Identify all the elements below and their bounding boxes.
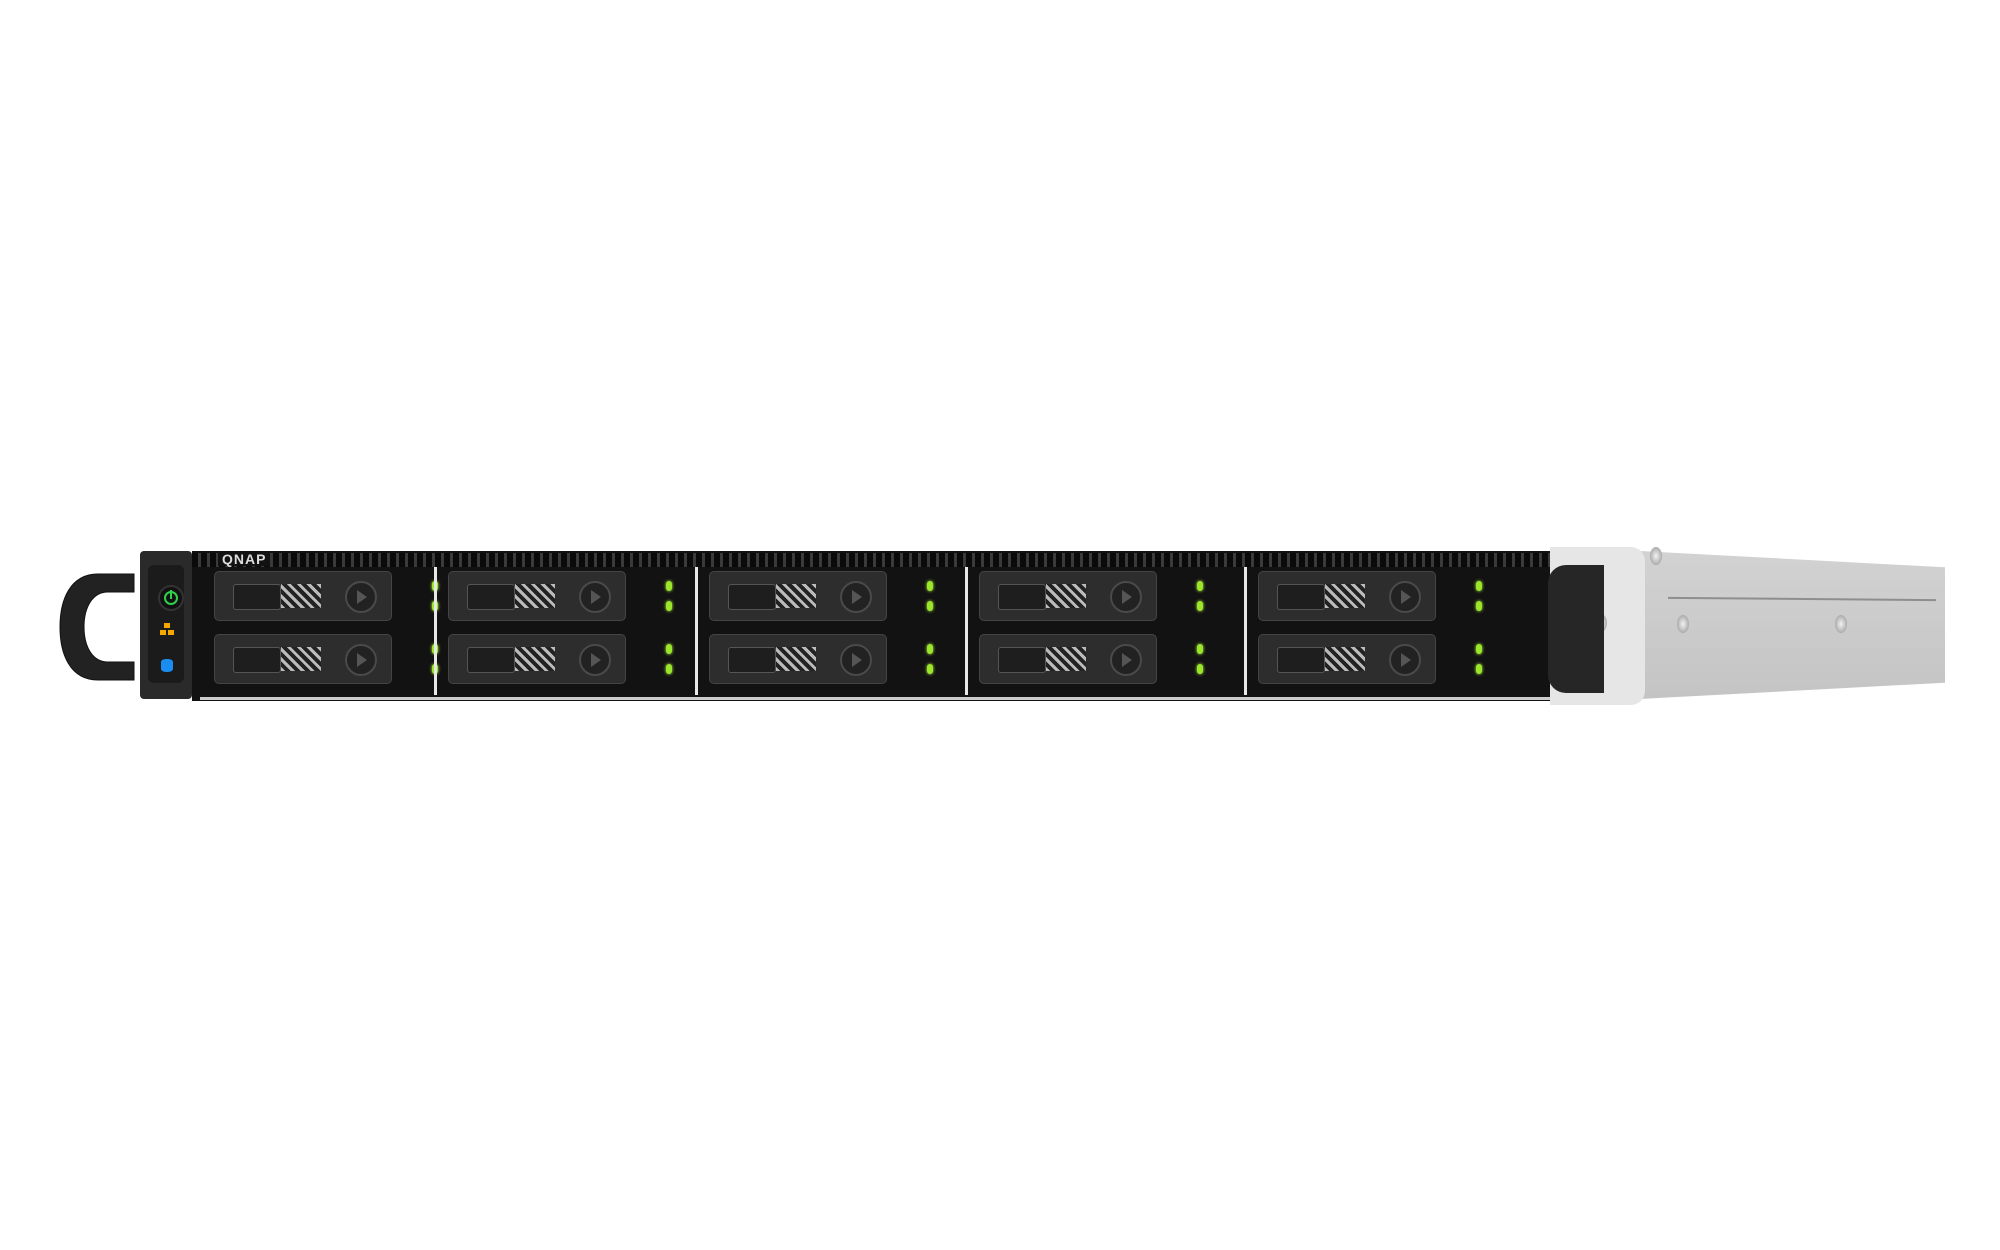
tray-vent xyxy=(515,647,555,671)
tray-release-button[interactable] xyxy=(1110,581,1142,613)
screw-icon xyxy=(1677,615,1689,633)
drive-tray[interactable] xyxy=(979,634,1157,684)
tray-release-button[interactable] xyxy=(840,581,872,613)
tray-latch[interactable] xyxy=(233,584,281,610)
tray-release-button[interactable] xyxy=(840,644,872,676)
drive-bay[interactable] xyxy=(1258,571,1498,623)
tray-vent xyxy=(1046,647,1086,671)
tray-vent xyxy=(281,584,321,608)
tray-release-button[interactable] xyxy=(345,581,377,613)
tray-vent xyxy=(1325,647,1365,671)
tray-vent xyxy=(1046,584,1086,608)
drive-bay[interactable] xyxy=(979,634,1219,686)
bay-status-led xyxy=(666,581,672,591)
bay-activity-led xyxy=(1476,664,1482,674)
bay-status-led xyxy=(927,644,933,654)
tray-vent xyxy=(1325,584,1365,608)
drive-tray[interactable] xyxy=(214,571,392,621)
bay-divider xyxy=(434,567,437,695)
drive-tray[interactable] xyxy=(979,571,1157,621)
tray-vent xyxy=(515,584,555,608)
drive-bay[interactable] xyxy=(709,571,949,623)
bottom-trim xyxy=(200,697,1550,700)
tray-latch[interactable] xyxy=(998,647,1046,673)
bay-activity-led xyxy=(927,664,933,674)
bay-divider xyxy=(695,567,698,695)
tray-vent xyxy=(776,584,816,608)
drive-bay[interactable] xyxy=(214,634,454,686)
bay-activity-led xyxy=(1197,664,1203,674)
tray-release-button[interactable] xyxy=(1110,644,1142,676)
side-rail xyxy=(1640,551,1945,699)
rail-seam xyxy=(1667,596,1937,602)
disk-status-icon xyxy=(161,659,173,672)
tray-release-button[interactable] xyxy=(345,644,377,676)
tray-release-button[interactable] xyxy=(1389,581,1421,613)
bay-activity-led xyxy=(666,601,672,611)
tray-release-button[interactable] xyxy=(579,644,611,676)
bay-status-led xyxy=(1476,581,1482,591)
drive-tray[interactable] xyxy=(448,634,626,684)
bay-divider xyxy=(1244,567,1247,695)
drive-bay[interactable] xyxy=(979,571,1219,623)
bay-status-led xyxy=(1476,644,1482,654)
tray-latch[interactable] xyxy=(728,647,776,673)
drive-bay[interactable] xyxy=(1258,634,1498,686)
bay-status-led xyxy=(1197,581,1203,591)
brand-logo: QNAP xyxy=(218,552,271,566)
drive-bay-front: QNAP xyxy=(192,551,1552,701)
drive-tray[interactable] xyxy=(709,571,887,621)
tray-vent xyxy=(281,647,321,671)
screw-icon xyxy=(1835,615,1847,633)
power-button[interactable] xyxy=(158,585,184,611)
drive-tray[interactable] xyxy=(214,634,392,684)
bay-status-led xyxy=(1197,644,1203,654)
tray-latch[interactable] xyxy=(467,647,515,673)
drive-tray[interactable] xyxy=(448,571,626,621)
right-rack-handle[interactable] xyxy=(1548,565,1604,693)
bay-activity-led xyxy=(666,664,672,674)
bay-status-led xyxy=(666,644,672,654)
network-status-icon xyxy=(160,622,174,635)
bay-status-led xyxy=(927,581,933,591)
tray-release-button[interactable] xyxy=(1389,644,1421,676)
vent-grille xyxy=(192,553,1552,567)
tray-vent xyxy=(776,647,816,671)
drive-tray[interactable] xyxy=(709,634,887,684)
drive-tray[interactable] xyxy=(1258,634,1436,684)
bay-activity-led xyxy=(1197,601,1203,611)
tray-release-button[interactable] xyxy=(579,581,611,613)
tray-latch[interactable] xyxy=(1277,647,1325,673)
drive-bay[interactable] xyxy=(214,571,454,623)
tray-latch[interactable] xyxy=(467,584,515,610)
drive-bay[interactable] xyxy=(448,634,688,686)
drive-bay[interactable] xyxy=(709,634,949,686)
drive-bay[interactable] xyxy=(448,571,688,623)
tray-latch[interactable] xyxy=(728,584,776,610)
left-rack-handle[interactable] xyxy=(58,570,136,684)
bay-divider xyxy=(965,567,968,695)
bay-activity-led xyxy=(927,601,933,611)
tray-latch[interactable] xyxy=(233,647,281,673)
tray-latch[interactable] xyxy=(998,584,1046,610)
control-panel xyxy=(140,551,192,699)
tray-latch[interactable] xyxy=(1277,584,1325,610)
bay-activity-led xyxy=(1476,601,1482,611)
drive-tray[interactable] xyxy=(1258,571,1436,621)
